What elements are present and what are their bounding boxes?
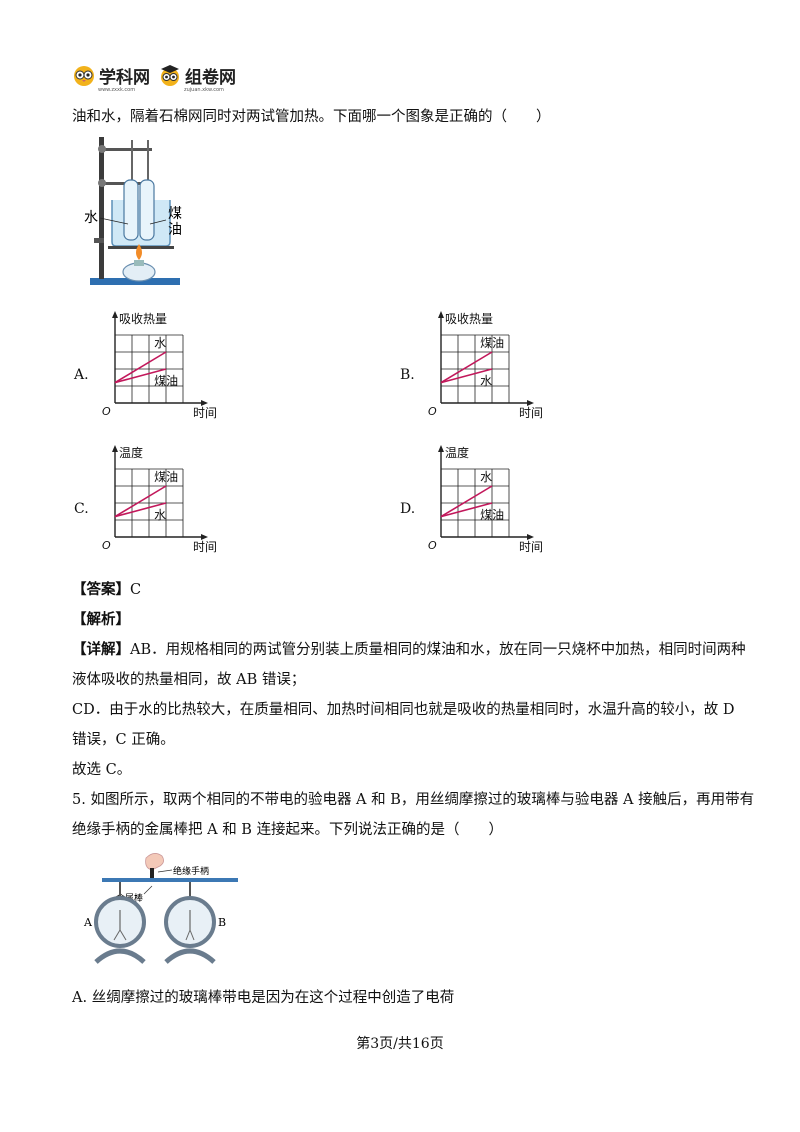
series-line-lower bbox=[114, 368, 167, 384]
option-b-chart: 吸收热量时间 O 煤油水 bbox=[426, 308, 556, 427]
answer-value: C bbox=[130, 582, 142, 598]
label-kerosene-2: 油 bbox=[168, 222, 182, 238]
label-b: B bbox=[218, 916, 226, 929]
option-a-letter[interactable]: A. bbox=[74, 367, 89, 383]
option-c-letter[interactable]: C. bbox=[74, 501, 89, 517]
y-axis-label: 温度 bbox=[445, 445, 469, 460]
series-label-lower: 水 bbox=[154, 508, 166, 522]
q5-option-a[interactable]: A. 丝绸摩擦过的玻璃棒带电是因为在这个过程中创造了电荷 bbox=[72, 990, 455, 1006]
y-axis-arrow bbox=[438, 311, 444, 318]
series-label-upper: 煤油 bbox=[154, 470, 178, 484]
x-axis-label: 时间 bbox=[519, 406, 543, 420]
series-label-lower: 煤油 bbox=[154, 374, 178, 388]
q5-stem-1: 5. 如图所示，取两个相同的不带电的验电器 A 和 B，用丝绸摩擦过的玻璃棒与验… bbox=[72, 792, 755, 808]
owl-cap-icon bbox=[161, 65, 179, 86]
y-axis-label: 温度 bbox=[119, 445, 143, 460]
y-axis-arrow bbox=[438, 445, 444, 452]
detail-line-1: 【详解】AB．用规格相同的两试管分别装上质量相同的煤油和水，放在同一只烧杯中加热… bbox=[72, 640, 746, 660]
logo2-sub: zujuan.xkw.com bbox=[184, 86, 224, 93]
series-line-lower bbox=[440, 368, 493, 384]
answer-line: 【答案】C bbox=[72, 580, 141, 600]
x-axis-arrow bbox=[201, 400, 208, 406]
x-axis-label: 时间 bbox=[519, 540, 543, 554]
label-kerosene-1: 煤 bbox=[168, 206, 182, 222]
series-line-upper bbox=[114, 351, 167, 384]
series-label-lower: 水 bbox=[480, 374, 492, 388]
logo-xuekewang: 学科网 www.zxxk.com bbox=[72, 63, 150, 93]
series-line-upper bbox=[114, 485, 167, 518]
conclusion-line: 故选 C。 bbox=[72, 762, 132, 778]
series-label-lower: 煤油 bbox=[480, 508, 504, 522]
detail-line-4: 错误，C 正确。 bbox=[72, 732, 175, 748]
option-b-letter[interactable]: B. bbox=[400, 367, 415, 383]
label-a: A bbox=[83, 916, 93, 929]
page-footer: 第3页/共16页 bbox=[356, 1036, 444, 1052]
heating-apparatus-figure: 水 煤 油 bbox=[82, 132, 192, 296]
origin-label: O bbox=[428, 405, 437, 418]
label-handle: 绝缘手柄 bbox=[173, 865, 209, 877]
series-line-lower bbox=[114, 502, 167, 518]
option-d-letter[interactable]: D. bbox=[400, 501, 416, 517]
series-line-upper bbox=[440, 485, 493, 518]
header-logos: 学科网 www.zxxk.com 组卷网 zujuan.xkw.com bbox=[72, 60, 236, 93]
y-axis-arrow bbox=[112, 445, 118, 452]
origin-label: O bbox=[102, 405, 111, 418]
detail-text-1: AB．用规格相同的两试管分别装上质量相同的煤油和水，放在同一只烧杯中加热，相同时… bbox=[130, 642, 746, 658]
x-axis-label: 时间 bbox=[193, 406, 217, 420]
detail-line-3: CD．由于水的比热较大，在质量相同、加热时间相同也就是吸收的热量相同时，水温升高… bbox=[72, 702, 735, 718]
y-axis-label: 吸收热量 bbox=[119, 312, 167, 326]
option-a-chart: 吸收热量时间 O 水煤油 bbox=[100, 308, 230, 427]
x-axis-arrow bbox=[527, 400, 534, 406]
option-d-chart: 温度时间 O 水煤油 bbox=[426, 442, 556, 561]
y-axis-label: 吸收热量 bbox=[445, 312, 493, 326]
q4-stem: 油和水，隔着石棉网同时对两试管加热。下面哪一个图象是正确的（ ） bbox=[72, 109, 551, 125]
origin-label: O bbox=[102, 539, 111, 552]
series-label-upper: 煤油 bbox=[480, 336, 504, 350]
y-axis-arrow bbox=[112, 311, 118, 318]
analysis-label: 【解析】 bbox=[72, 611, 130, 628]
answer-label: 【答案】 bbox=[72, 581, 130, 598]
origin-label: O bbox=[428, 539, 437, 552]
series-label-upper: 水 bbox=[154, 336, 166, 350]
x-axis-label: 时间 bbox=[193, 540, 217, 554]
detail-label: 【详解】 bbox=[72, 641, 130, 658]
logo2-text: 组卷网 bbox=[185, 67, 236, 88]
detail-line-2: 液体吸收的热量相同，故 AB 错误； bbox=[72, 672, 306, 688]
series-label-upper: 水 bbox=[480, 470, 492, 484]
series-line-lower bbox=[440, 502, 493, 518]
owl-icon bbox=[74, 66, 94, 86]
logo-zujuanwang: 组卷网 zujuan.xkw.com bbox=[158, 63, 236, 93]
logo1-sub: www.zxxk.com bbox=[98, 86, 136, 93]
electroscope-figure: 绝缘手柄 金属棒 A B bbox=[80, 850, 270, 969]
x-axis-arrow bbox=[201, 534, 208, 540]
label-water: 水 bbox=[84, 210, 98, 226]
option-c-chart: 温度时间 O 煤油水 bbox=[100, 442, 230, 561]
logo1-text: 学科网 bbox=[99, 67, 150, 88]
q5-stem-2: 绝缘手柄的金属棒把 A 和 B 连接起来。下列说法正确的是（ ） bbox=[72, 822, 504, 838]
series-line-upper bbox=[440, 351, 493, 384]
x-axis-arrow bbox=[527, 534, 534, 540]
